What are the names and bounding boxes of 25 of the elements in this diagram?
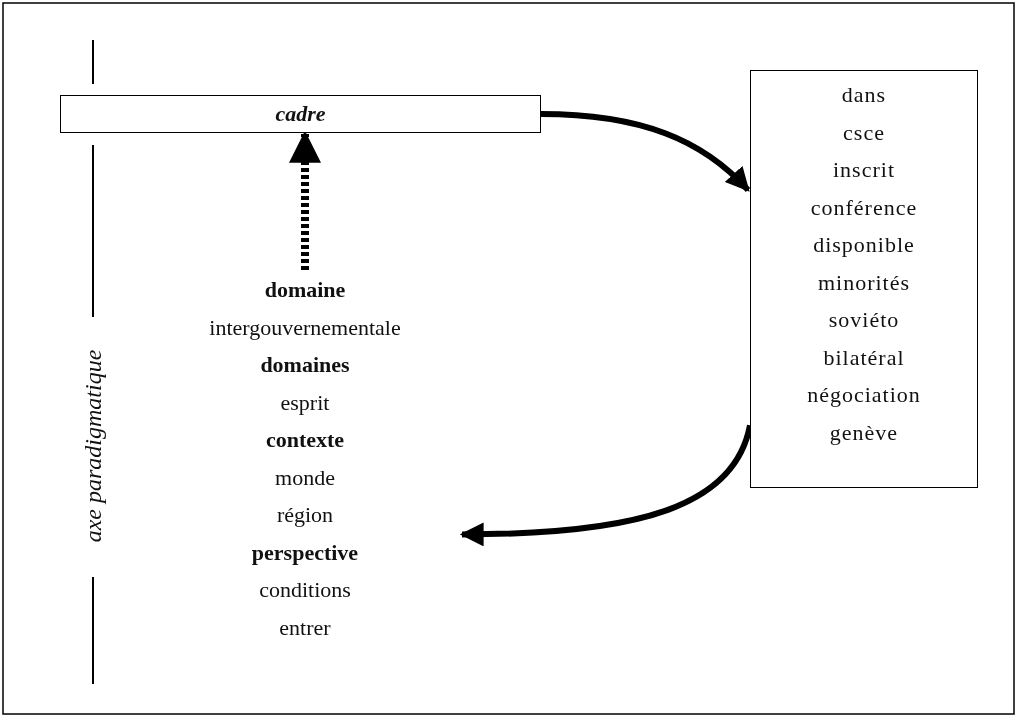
word: région [276, 501, 334, 529]
arrow [540, 111, 751, 193]
axis-label: axe paradigmatique [79, 348, 107, 545]
word: perspective [251, 538, 359, 567]
word: disponible [813, 231, 915, 259]
word: négociation [807, 381, 921, 409]
word: domaine [264, 276, 346, 304]
word-box [750, 70, 978, 488]
word: cadre [275, 100, 326, 128]
word-box [60, 95, 541, 133]
word: minorités [817, 268, 911, 297]
word: monde [275, 463, 335, 492]
word: genève [829, 418, 899, 447]
word: csce [843, 118, 885, 147]
word: conditions [259, 576, 351, 604]
word: domaines [260, 351, 350, 379]
word: intergouvernementale [209, 313, 401, 342]
word: inscrit [833, 156, 895, 184]
word: conférence [810, 193, 918, 222]
word: entrer [279, 613, 331, 642]
word: dans [841, 81, 887, 109]
word: bilatéral [823, 343, 905, 372]
word: esprit [280, 388, 330, 417]
word: soviéto [828, 306, 900, 334]
word: contexte [265, 426, 345, 454]
